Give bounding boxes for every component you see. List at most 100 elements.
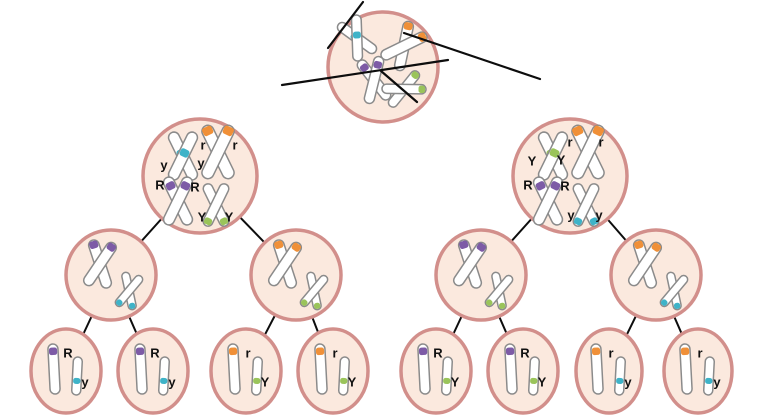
cell-membrane — [209, 327, 283, 415]
chromatid — [47, 343, 61, 395]
allele-band — [313, 302, 321, 309]
allele-band — [359, 63, 369, 73]
allele-band — [179, 148, 190, 158]
allele-band — [228, 347, 238, 356]
chromatid — [484, 274, 514, 308]
allele-label: R — [520, 346, 530, 361]
allele-label: R — [433, 346, 443, 361]
allele-label: r — [245, 346, 250, 361]
cell-membrane — [296, 327, 370, 415]
allele-band — [592, 125, 604, 137]
allele-band — [165, 181, 176, 191]
chromosome-r — [571, 124, 605, 180]
allele-band — [572, 125, 584, 137]
chromatid — [82, 241, 118, 287]
allele-label: y — [595, 208, 603, 223]
allele-band — [705, 377, 713, 384]
allele-band — [680, 347, 690, 356]
allele-band — [222, 125, 234, 137]
allele-label: y — [81, 375, 89, 390]
allele-band — [418, 85, 426, 94]
allele-label: r — [598, 135, 603, 150]
chromosome-y — [157, 356, 171, 396]
cell-membrane — [399, 327, 473, 415]
allele-band — [651, 242, 662, 252]
allele-label: y — [567, 208, 575, 223]
cell-membrane — [662, 327, 734, 415]
allele-label: R — [150, 346, 160, 361]
chromosome-y — [659, 271, 689, 311]
chromosome-r — [679, 343, 693, 395]
meiosis2-cell-4 — [609, 228, 703, 322]
allele-label: y — [624, 375, 632, 390]
allele-band — [443, 377, 451, 384]
chromatid — [114, 274, 144, 308]
allele-band — [660, 299, 668, 306]
chromosome-R — [504, 343, 518, 395]
chromatid — [627, 241, 663, 287]
chromatid — [702, 356, 716, 396]
allele-band — [498, 302, 506, 309]
chromosome-r — [267, 239, 303, 289]
chromatid — [440, 356, 454, 396]
chromosome-Y — [202, 183, 230, 227]
chromatid — [417, 343, 431, 395]
chromatid — [202, 183, 230, 227]
allele-label: Y — [198, 210, 207, 225]
meiosis2-cell-3 — [434, 228, 528, 322]
allele-label: r — [567, 135, 572, 150]
chromatid — [250, 356, 264, 396]
chromosome-R — [162, 176, 194, 226]
allele-band — [219, 217, 229, 226]
chromatid — [201, 124, 235, 180]
pointer-line — [280, 58, 450, 87]
chromosome-R — [47, 343, 61, 395]
allele-band — [549, 148, 560, 158]
chromatid — [679, 343, 693, 395]
chromatid — [227, 343, 241, 395]
chromosome-r — [590, 343, 604, 395]
chromatid — [299, 274, 329, 308]
allele-band — [485, 299, 493, 306]
parent-cell-pointer-lines — [280, 0, 542, 104]
gamete-5: RY — [399, 327, 473, 415]
chromosome-Y — [337, 356, 351, 396]
chromatid — [572, 183, 600, 227]
pointer-line — [326, 0, 365, 50]
allele-band — [48, 347, 58, 356]
allele-band — [535, 181, 546, 191]
allele-band — [403, 22, 413, 31]
chromosome-Y — [381, 70, 427, 108]
allele-band — [411, 71, 420, 80]
allele-label: r — [232, 138, 237, 153]
allele-band — [128, 302, 136, 309]
allele-band — [476, 242, 487, 252]
chromatid — [659, 274, 689, 308]
allele-band — [89, 240, 99, 250]
allele-band — [203, 217, 213, 226]
allele-label: y — [197, 156, 205, 171]
chromatid — [452, 241, 488, 287]
gamete-7: ry — [574, 327, 644, 415]
gamete-2: Ry — [116, 327, 190, 415]
allele-band — [634, 240, 644, 250]
allele-label: r — [200, 138, 205, 153]
allele-label: R — [190, 180, 200, 195]
allele-band — [373, 60, 383, 69]
allele-band — [274, 240, 284, 250]
gamete-3: rY — [209, 327, 283, 415]
chromosome-y — [114, 271, 144, 311]
gamete-8: ry — [662, 327, 734, 415]
chromosome-y — [336, 14, 378, 62]
chromatid — [590, 343, 604, 395]
chromosome-Y — [299, 271, 329, 311]
allele-band — [180, 181, 191, 191]
gamete-4: rY — [296, 327, 370, 415]
allele-band — [616, 377, 624, 384]
allele-band — [591, 347, 601, 356]
chromosome-y — [70, 356, 84, 396]
allele-label: r — [332, 346, 337, 361]
